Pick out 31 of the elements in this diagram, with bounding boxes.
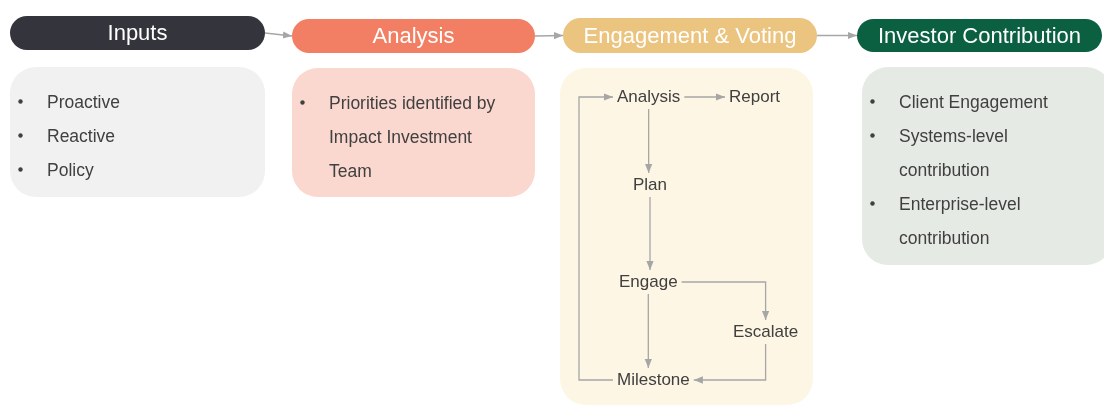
stage-header: Inputs [10,16,265,50]
stage-header: Analysis [292,19,535,53]
arrow [578,93,614,381]
stage-panel [862,67,1104,265]
arrow [645,108,653,174]
arrow [683,93,726,101]
arrow [646,196,654,271]
bullet-item: Policy [47,160,94,180]
process-panel [560,68,813,405]
arrow [816,31,858,40]
arrow [264,31,293,39]
step-label: Milestone [613,368,694,392]
step-label: Escalate [729,320,803,344]
arrow [681,281,770,321]
bullet-item: Enterprise-level contribution [899,194,1021,248]
arrow [693,343,767,384]
step-label: Report [725,85,785,109]
bullet-item: Priorities identified by Impact Investment Team [329,93,496,181]
arrow [534,32,564,40]
stage-panel [10,67,265,197]
stage-header: Investor Contribution [857,19,1102,52]
bullet-item: Client Engagement [899,92,1048,112]
bullet-item: Systems-level contribution [899,126,1008,180]
step-label: Plan [629,173,672,197]
bullet-item: Proactive [47,92,120,112]
stage-header: Engagement & Voting [563,18,817,53]
arrow [644,293,652,369]
stage-panel [292,68,535,197]
step-label: Engage [615,270,682,294]
bullet-item: Reactive [47,126,116,146]
step-label: Analysis [613,85,685,109]
